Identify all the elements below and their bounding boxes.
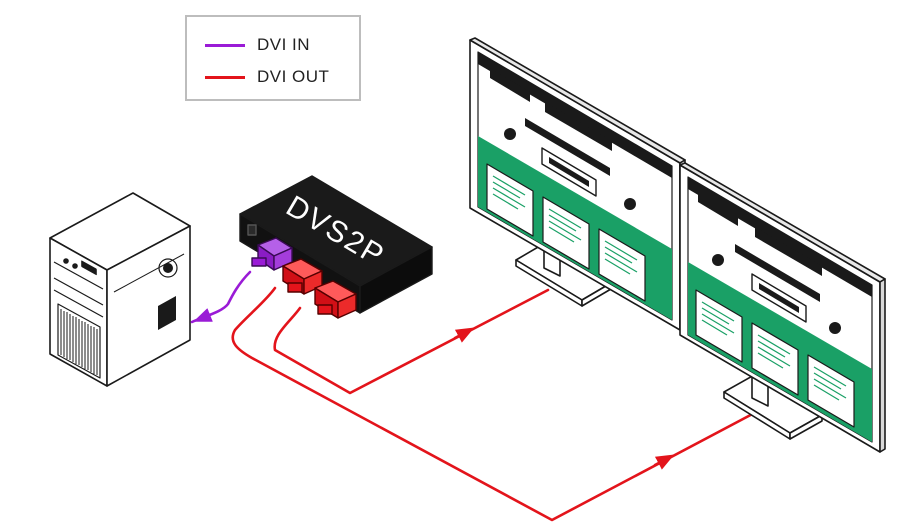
legend-swatch-purple <box>205 43 245 47</box>
legend-item-dvi-in: DVI IN <box>205 35 310 55</box>
legend: DVI IN DVI OUT <box>185 15 361 101</box>
legend-item-dvi-out: DVI OUT <box>205 67 329 87</box>
cables <box>190 270 762 522</box>
dvi-out-connector-1 <box>282 258 323 295</box>
dvi-out-cable-2 <box>231 286 762 522</box>
dvi-out-connector-2 <box>314 280 357 319</box>
legend-label-dvi-in: DVI IN <box>257 35 311 54</box>
dvi-in-connector <box>251 237 293 271</box>
pc-tower <box>49 192 191 387</box>
dvi-out-arrow-2 <box>653 454 675 470</box>
dvi-out-arrow-1 <box>453 327 475 343</box>
dvi-in-arrow <box>193 308 213 322</box>
monitor-1 <box>469 37 686 331</box>
legend-swatch-red <box>205 75 245 79</box>
dvi-in-cable <box>190 270 252 324</box>
legend-label-dvi-out: DVI OUT <box>257 67 330 86</box>
monitor-2 <box>679 162 886 453</box>
dvi-out-cable-1 <box>273 288 550 395</box>
